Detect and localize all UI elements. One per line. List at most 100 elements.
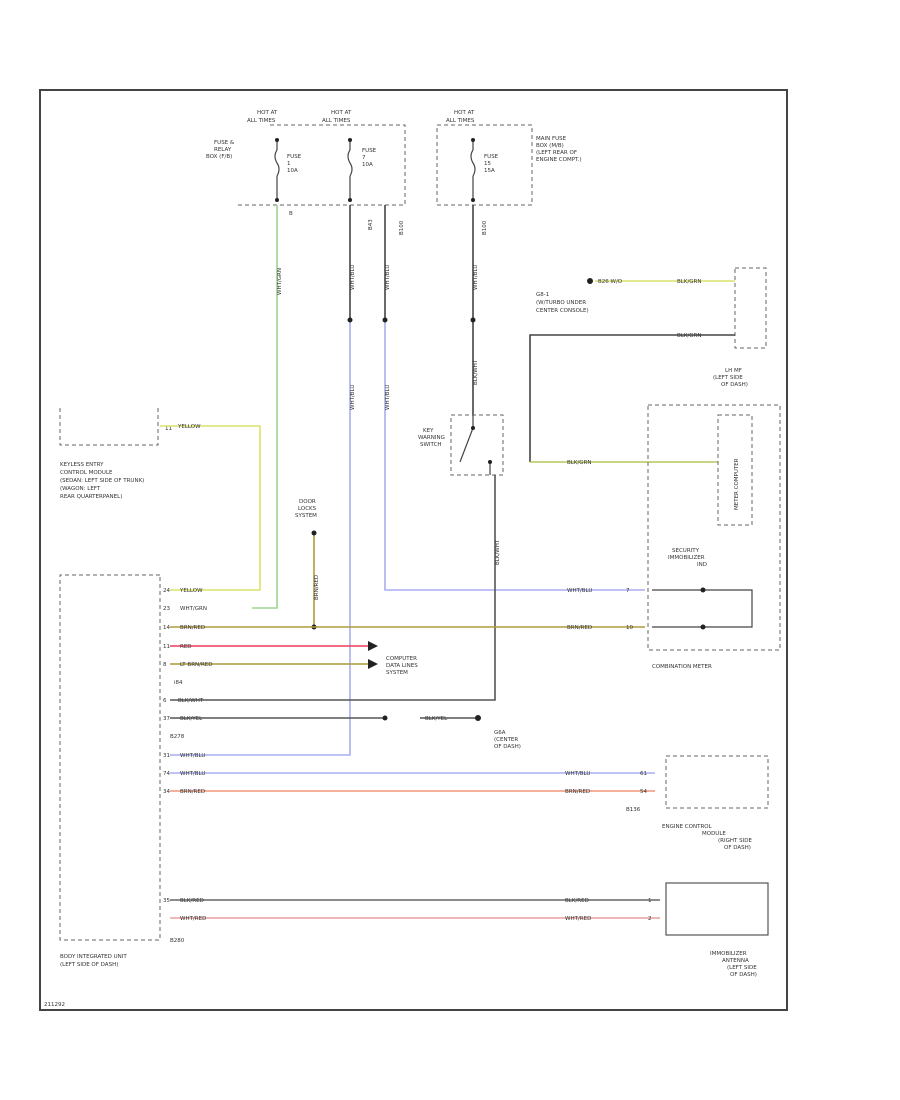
keyless-entry-module-box	[59, 408, 159, 446]
g6a-label-3: OF DASH)	[494, 744, 521, 750]
fuse-relay-box-label-1: FUSE &	[214, 140, 235, 146]
engine-control-module-box	[665, 755, 769, 809]
lhm-label-3: OF DASH)	[721, 382, 748, 388]
fuse-relay-box-label-2: RELAY	[214, 147, 232, 153]
body-integrated-unit-box	[59, 574, 161, 941]
pin-meter-7: 7	[626, 588, 630, 594]
wire-label-wht-grn-vert: WHT/GRN	[277, 268, 283, 295]
wire-label-wht-blu-biu-b: WHT/BLU	[180, 771, 205, 777]
pin-biu-6: 6	[163, 698, 167, 704]
security-label-2: IMMOBILIZER	[668, 555, 705, 561]
pin-biu-34: 34	[163, 789, 170, 795]
keyless-label-1: KEYLESS ENTRY	[60, 462, 104, 468]
wire-label-blk-wht-vert: BLK/WHT	[495, 539, 501, 565]
key-warning-label-2: WARNING	[418, 435, 445, 441]
wire-label-wht-blu-ecm: WHT/BLU	[565, 771, 590, 777]
hot-at-label-3b: ALL TIMES	[446, 118, 475, 124]
wire-label-blk-red-biu: BLK/RED	[180, 898, 204, 904]
pin-antenna-1: 1	[648, 898, 652, 904]
wire-label-blk-grn-meter: BLK/GRN	[567, 460, 592, 466]
wire-label-brn-red-biu: BRN/RED	[180, 625, 205, 631]
immobilizer-antenna-box	[665, 882, 769, 936]
key-warning-switch-symbol	[459, 415, 491, 475]
keyless-label-2: CONTROL MODULE	[60, 470, 113, 476]
meter-computer-label: METER COMPUTER	[734, 458, 740, 510]
ecm-label-3: (RIGHT SIDE	[718, 838, 752, 844]
pin-biu-37: 37	[163, 716, 170, 722]
wire-label-wht-blu-vert-a: WHT/BLU	[350, 265, 356, 290]
immobilizer-label-1: IMMOBILIZER	[710, 951, 747, 957]
main-fuse-label-1: MAIN FUSE	[536, 136, 567, 142]
diagram-frame	[39, 89, 788, 1011]
wire-label-brn-red-ecm: BRN/RED	[565, 789, 590, 795]
wire-label-yellow: YELLOW	[177, 424, 201, 430]
pin-biu-23: 23	[163, 606, 170, 612]
keyless-label-4: (WAGON: LEFT	[60, 486, 101, 492]
wire-label-wht-red-biu: WHT/RED	[180, 916, 206, 922]
wire-label-blk-grn-g8a: BLK/GRN	[677, 279, 702, 285]
pin-ecm-61: 61	[640, 771, 647, 777]
hot-at-label-1b: ALL TIMES	[247, 118, 276, 124]
security-label-3: IND	[697, 562, 707, 568]
wire-label-wht-grn-biu: WHT/GRN	[180, 606, 207, 612]
ecm-label-2: MODULE	[702, 831, 726, 837]
wire-label-wht-blu-vert-b: WHT/BLU	[350, 385, 356, 410]
wire-label-yellow-biu: YELLOW	[179, 588, 203, 594]
fuse-1-label: FUSE	[287, 154, 302, 160]
hot-at-label-1: HOT AT	[257, 110, 278, 116]
fuse-15-number: 15	[484, 161, 491, 167]
key-warning-label-1: KEY	[423, 428, 434, 434]
main-fuse-label-4: ENGINE COMPT.)	[536, 157, 582, 163]
wire-blk-grn-g8b	[529, 334, 735, 462]
main-fuse-box-outline	[436, 124, 533, 206]
wire-label-wht-blu-biu-a: WHT/BLU	[180, 753, 205, 759]
pin-biu-11: 11	[163, 644, 170, 650]
pin-ecm-54: 54	[640, 789, 647, 795]
security-indicator-loop	[652, 589, 753, 628]
g8-connector-box	[734, 267, 767, 349]
immobilizer-label-3: (LEFT SIDE	[727, 965, 757, 971]
g6a-label-2: (CENTER	[494, 737, 518, 743]
pin-biu-14: 14	[163, 625, 170, 631]
biu-connector-b280: B280	[170, 938, 185, 944]
door-locks-label-1: DOOR	[299, 499, 316, 505]
hot-at-label-3: HOT AT	[454, 110, 475, 116]
wire-label-brn-red-meter: BRN/RED	[567, 625, 592, 631]
biu-label-1: BODY INTEGRATED UNIT	[60, 954, 127, 960]
wire-label-red-biu: RED	[180, 644, 192, 650]
biu-connector-i84: i84	[174, 680, 183, 686]
fuse-relay-box-outline	[238, 124, 406, 206]
computer-data-lines-label-2: DATA LINES	[386, 663, 418, 669]
hot-at-label-2: HOT AT	[331, 110, 352, 116]
fuse-7-rating: 10A	[362, 162, 373, 168]
key-warning-switch-box	[450, 414, 504, 476]
fuse-1-number: 1	[287, 161, 291, 167]
wire-label-wht-red-ant: WHT/RED	[565, 916, 591, 922]
ecm-label-4: OF DASH)	[724, 845, 751, 851]
fuse-relay-box-label-3: BOX (F/B)	[206, 154, 232, 160]
connector-b43-label: B43	[368, 219, 374, 230]
wire-label-blk-yel-g6a: BLK/YEL	[425, 716, 448, 722]
main-fuse-label-2: BOX (M/B)	[536, 143, 564, 149]
lhm-label-2: (LEFT SIDE	[713, 375, 743, 381]
pin-meter-10: 10	[626, 625, 633, 631]
keyless-label-3: (SEDAN: LEFT SIDE OF TRUNK)	[60, 478, 144, 484]
pin-antenna-2: 2	[648, 916, 652, 922]
connector-b100-label-b: B100	[482, 220, 488, 235]
wire-label-wht-blu-vert-c: WHT/BLU	[385, 265, 391, 290]
wire-label-blk-grn-g8b: BLK/GRN	[677, 333, 702, 339]
wire-wht-blu-b2	[384, 320, 645, 591]
connector-b100-label: B100	[399, 220, 405, 235]
wire-label-blk-red-ant: BLK/RED	[565, 898, 589, 904]
computer-data-lines-label-3: SYSTEM	[386, 670, 408, 676]
fuse-7-number: 7	[362, 155, 366, 161]
fuse-7-symbol	[347, 140, 353, 200]
g8-label-2: (W/TURBO UNDER	[536, 300, 586, 306]
fuse-15-label: FUSE	[484, 154, 499, 160]
wire-label-lt-brn-red-biu: LT BRN/RED	[180, 662, 213, 668]
pin-keyless-11: 11	[165, 426, 172, 432]
fuse-1-rating: 10A	[287, 168, 298, 174]
wire-blk-wht	[170, 475, 496, 701]
fuse-7-label: FUSE	[362, 148, 377, 154]
g8-label-1: G8-1	[536, 292, 549, 298]
